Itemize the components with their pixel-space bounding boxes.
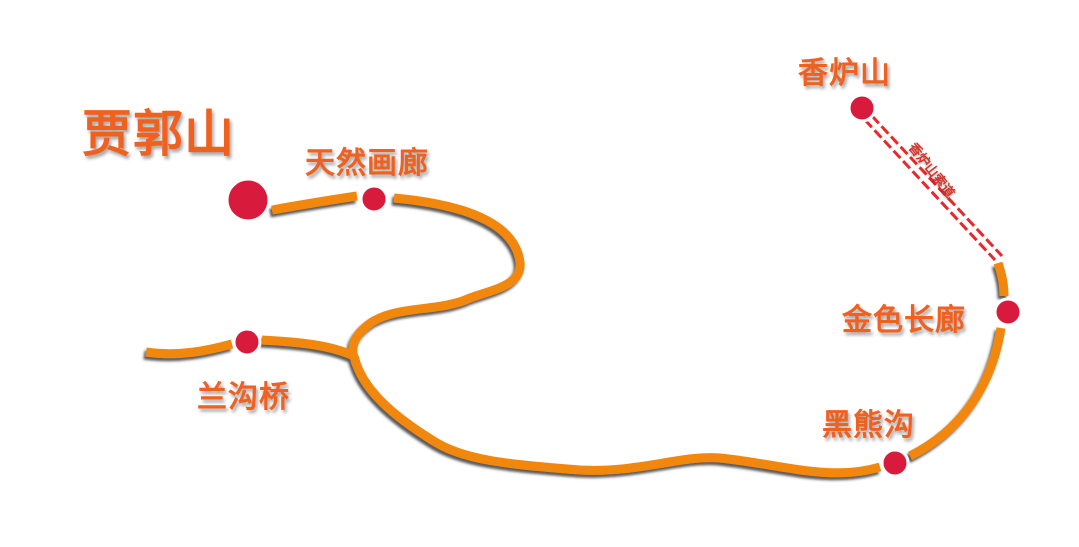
label-xianglu: 香炉山 [798, 56, 891, 91]
route-segment-jinse-north [993, 261, 1009, 297]
stop-jinse[interactable] [993, 297, 1023, 327]
map-title: 贾郭山 [82, 105, 235, 163]
stop-heixiong[interactable] [880, 448, 910, 478]
stop-xianglu[interactable] [847, 93, 877, 123]
route-segment-langou-junction [261, 335, 356, 361]
route-segment-heixiong-jinse [907, 327, 1006, 461]
label-jinse: 金色长廊 [842, 303, 966, 338]
cableway-line [863, 114, 1004, 262]
stop-langou[interactable] [232, 327, 262, 357]
route-segment-west [145, 339, 234, 359]
route-segment-tianran-loop [348, 193, 525, 360]
route-segment-summit-tianran [271, 191, 358, 215]
label-heixiong: 黑熊沟 [822, 408, 915, 443]
stop-summit[interactable] [225, 177, 271, 223]
route-segment-main [349, 354, 882, 478]
stop-tianran[interactable] [359, 184, 389, 214]
label-tianran: 天然画廊 [305, 146, 429, 181]
label-langou: 兰沟桥 [197, 380, 290, 415]
